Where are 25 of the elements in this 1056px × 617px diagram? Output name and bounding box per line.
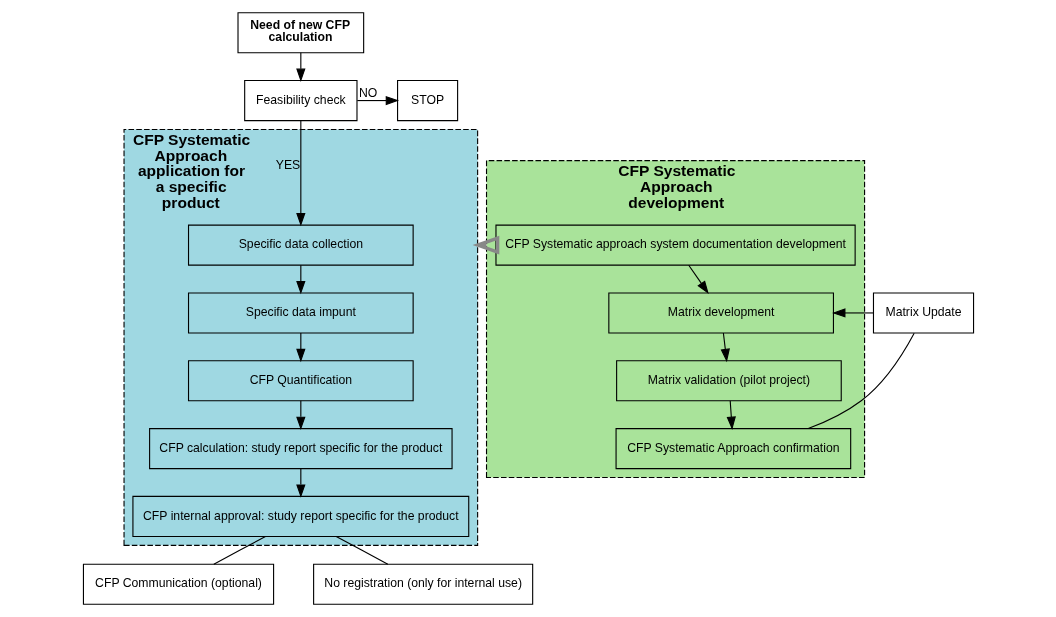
node-box: CFP internal approval: study report specific for the product [131, 495, 469, 537]
node-box: CFP Systematic approach system documentation development [494, 224, 856, 266]
node-box: Need of new CFP calculation [236, 12, 364, 54]
node-box: CFP Communication (optional) [82, 563, 274, 605]
node-box: Matrix development [607, 292, 834, 334]
arrow [356, 95, 399, 106]
node-box: Specific data impunt [187, 292, 414, 334]
arrow [720, 332, 730, 363]
node-box: Feasibility check [243, 80, 358, 122]
node-box: Matrix Update [872, 292, 974, 334]
connector [807, 332, 915, 430]
node-box: CFP Quantification [187, 360, 414, 402]
arrow [472, 235, 499, 255]
node-box: Specific data collection [187, 224, 414, 266]
arrow [831, 308, 874, 318]
arrow [295, 120, 305, 227]
edge-label: NO [358, 86, 377, 101]
node-box: CFP Systematic Approach confirmation [615, 428, 851, 470]
node-box: STOP [396, 80, 458, 122]
arrow [687, 264, 709, 295]
node-box: CFP calculation: study report specific for the product [148, 428, 453, 470]
node-box: No registration (only for internal use) [312, 563, 533, 605]
node-box: Matrix validation (pilot project) [615, 360, 842, 402]
arrow [726, 400, 736, 430]
edge-label: YES [275, 158, 300, 173]
